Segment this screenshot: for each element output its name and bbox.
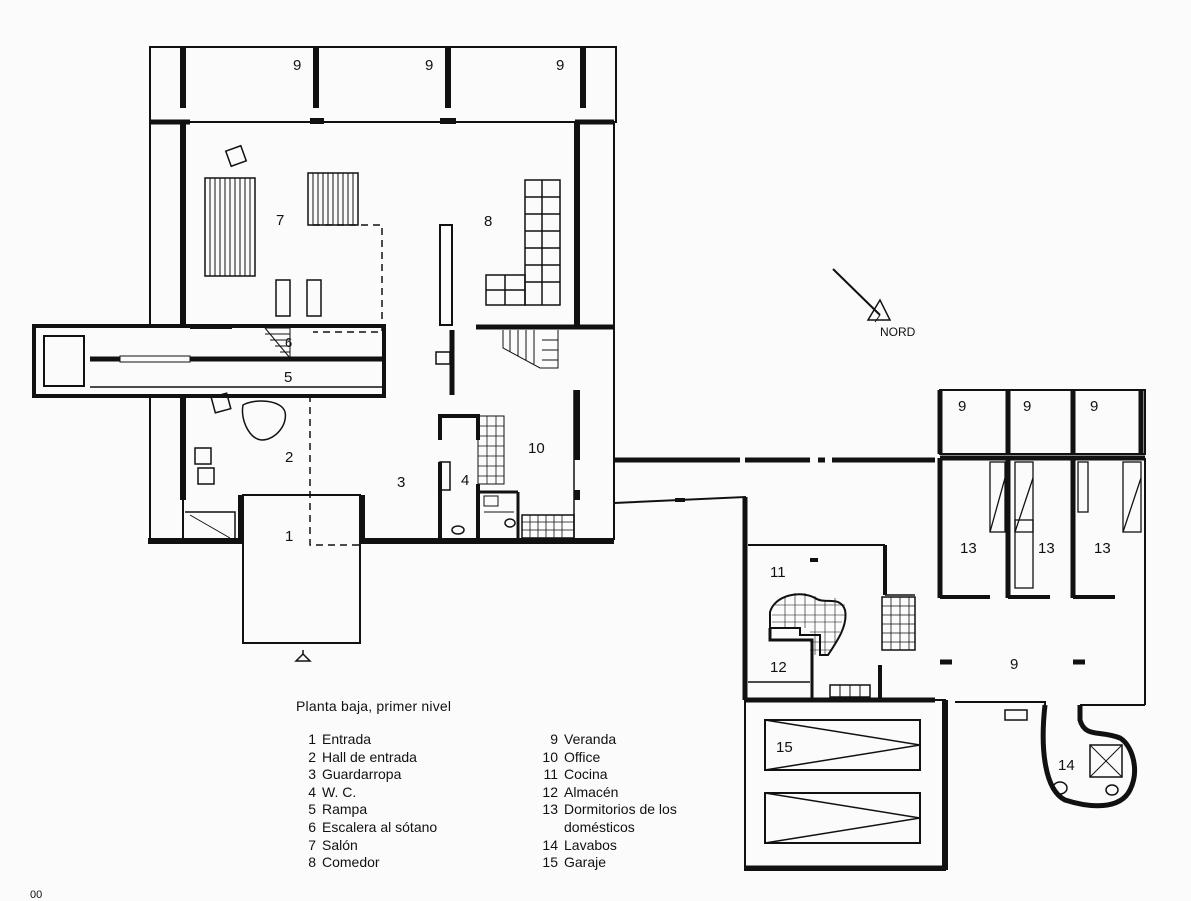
page-number: 00 (30, 889, 43, 901)
plan-caption: Planta baja, primer nivel (296, 698, 452, 714)
room-label-entrada: 1 (285, 528, 293, 545)
ramp (32, 324, 386, 398)
room-label-garaje: 15 (776, 739, 793, 756)
main-house (32, 46, 617, 662)
legend-number: 15 (542, 854, 558, 871)
legend-text: Almacén (564, 783, 619, 800)
room-label-veranda: 9 (293, 57, 301, 74)
legend-item: 9 Veranda (538, 731, 724, 749)
garage (744, 699, 948, 871)
lavabos (1040, 704, 1137, 809)
legend-text: Dormitorios de los domésticos (564, 801, 677, 835)
legend-text: Rampa (322, 801, 368, 818)
legend-number: 13 (542, 801, 558, 818)
room-label-lavabos: 14 (1058, 757, 1075, 774)
hall-furniture (185, 392, 287, 540)
legend-text: Guardarropa (322, 766, 402, 783)
partition-panel (439, 224, 453, 326)
legend-number: 7 (308, 836, 316, 853)
legend-left: 1 Entrada 2 Hall de entrada 3 Guardarropa 4… (296, 731, 437, 872)
legend-item: 11 Cocina (538, 766, 724, 784)
office-counter (521, 390, 575, 540)
legend-text: Office (564, 748, 601, 765)
east-veranda (937, 389, 1146, 461)
legend-number: 1 (308, 731, 316, 747)
legend-item: 3 Guardarropa (296, 766, 437, 784)
room-label-dormitorio: 13 (1038, 540, 1055, 557)
legend-item: 6 Escalera al sótano (296, 819, 437, 837)
legend-item: 1 Entrada (296, 731, 437, 749)
room-label-veranda: 9 (1010, 656, 1018, 673)
service-wing (742, 389, 1146, 871)
legend-item: 4 W. C. (296, 784, 437, 802)
legend-text: W. C. (322, 783, 357, 800)
legend-text: Entrada (322, 731, 372, 747)
legend-item: 7 Salón (296, 837, 437, 855)
room-label-wc: 4 (461, 472, 469, 489)
dashed-zone-hall (309, 395, 360, 546)
room-label-comedor: 8 (484, 213, 492, 230)
legend-text: Salón (322, 836, 358, 853)
legend-number: 2 (308, 748, 316, 765)
legend-right: 9 Veranda 10 Office 11 Cocina 12 Almacén 13 D… (538, 731, 724, 872)
legend-number: 3 (308, 766, 316, 783)
room-label-rampa: 5 (284, 369, 292, 386)
service-veranda (940, 659, 1145, 721)
legend-item: 8 Comedor (296, 854, 437, 872)
legend-number: 14 (542, 836, 558, 853)
room-label-hall: 2 (285, 449, 293, 466)
room-labels: 9 9 9 7 8 6 5 2 3 4 1 10 9 9 9 13 13 13 … (276, 57, 1111, 774)
wc-block (438, 414, 520, 540)
north-veranda (149, 46, 617, 124)
legend-item: 5 Rampa (296, 801, 437, 819)
legend-item: 13 Dormitorios de los domésticos (538, 801, 724, 836)
room-label-dormitorio: 13 (960, 540, 977, 557)
legend-number: 6 (308, 818, 316, 835)
connecting-corridor (613, 457, 935, 540)
room-label-veranda: 9 (1023, 398, 1031, 415)
room-label-salon: 7 (276, 212, 284, 229)
legend-text: Veranda (564, 731, 617, 747)
room-label-guardarropa: 3 (397, 474, 405, 491)
legend-item: 2 Hall de entrada (296, 749, 437, 767)
legend-item: 10 Office (538, 749, 724, 767)
salon-furniture (204, 144, 359, 317)
legend-number: 12 (542, 783, 558, 800)
dashed-zone-salon (313, 224, 383, 333)
legend-number: 4 (308, 783, 316, 800)
room-label-dormitorio: 13 (1094, 540, 1111, 557)
room-label-veranda: 9 (425, 57, 433, 74)
room-label-escalera: 6 (285, 335, 292, 350)
north-arrow-icon: NORD (832, 268, 916, 339)
dining-stair (502, 330, 559, 369)
room-label-veranda: 9 (1090, 398, 1098, 415)
legend-number: 9 (550, 731, 558, 747)
entrance-canopy (238, 494, 365, 662)
stair-to-basement (264, 327, 291, 359)
legend-text: Cocina (564, 766, 608, 783)
legend-number: 11 (543, 766, 558, 783)
legend-text: Hall de entrada (322, 748, 417, 765)
legend-text: Comedor (322, 854, 380, 871)
legend-item: 14 Lavabos (538, 837, 724, 855)
legend-item: 12 Almacén (538, 784, 724, 802)
dining-furniture (485, 179, 561, 306)
room-label-veranda: 9 (958, 398, 966, 415)
legend-text: Lavabos (564, 836, 617, 853)
room-label-cocina: 11 (770, 564, 786, 581)
legend-text: Garaje (564, 854, 607, 871)
legend-text: Escalera al sótano (322, 818, 438, 835)
room-label-office: 10 (528, 440, 545, 457)
room-label-veranda: 9 (556, 57, 564, 74)
compass-label: NORD (880, 325, 916, 339)
room-label-almacen: 12 (770, 659, 787, 676)
legend-number: 8 (308, 854, 316, 871)
main-walls (148, 119, 615, 544)
legend-number: 5 (308, 801, 316, 818)
legend-number: 10 (542, 748, 558, 765)
legend-item: 15 Garaje (538, 854, 724, 872)
dormitories (937, 458, 1146, 705)
